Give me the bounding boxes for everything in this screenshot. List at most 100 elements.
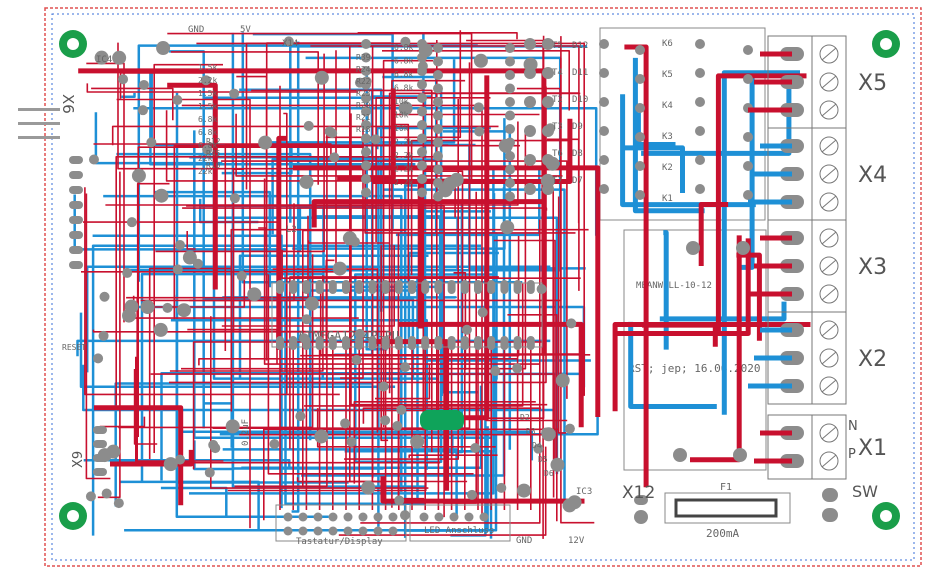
pad — [269, 438, 280, 449]
led-connector-label: LED Anschluss — [424, 526, 494, 536]
trace — [623, 145, 685, 193]
x6-pad — [69, 171, 83, 179]
resistor-pad — [417, 133, 427, 144]
trace — [276, 135, 288, 350]
trace — [624, 44, 649, 488]
trace — [349, 46, 468, 483]
diode-label: D2 — [520, 413, 530, 422]
resistor-name: R45 — [206, 149, 221, 158]
pad — [370, 134, 381, 145]
pad — [112, 50, 127, 65]
fuse-holder — [664, 492, 791, 524]
relay-pad — [743, 45, 753, 55]
diode-label: D5 — [538, 455, 548, 464]
sw-pad — [822, 488, 838, 502]
trace — [344, 99, 459, 460]
resistor-pad — [361, 174, 371, 184]
x12-label: X12 — [622, 483, 655, 503]
trace — [353, 401, 536, 484]
resistor-pad — [505, 178, 515, 188]
trace — [115, 156, 434, 406]
trace — [85, 193, 111, 480]
trace — [612, 322, 811, 412]
led-pin — [479, 512, 489, 522]
pad — [400, 36, 411, 47]
pad — [394, 495, 405, 506]
resistor-pad — [505, 110, 515, 121]
keyboard-pin — [313, 526, 323, 536]
transistor-label: T7 — [552, 176, 563, 186]
trace — [105, 121, 519, 206]
pad — [122, 267, 133, 278]
pad — [208, 439, 219, 450]
pad — [204, 467, 215, 478]
mcu-pin — [289, 280, 298, 294]
led-pin — [434, 512, 444, 522]
screw-terminal — [819, 256, 839, 276]
trace — [507, 314, 558, 522]
mcu-pin — [526, 280, 535, 294]
x9-label: X9 — [71, 451, 86, 468]
resistor-pad — [433, 83, 443, 94]
screw-terminal — [819, 423, 839, 443]
resistor-pad — [361, 147, 371, 157]
trace — [267, 274, 474, 475]
pad — [540, 173, 555, 188]
diode-label: D4 — [532, 441, 542, 450]
trace — [613, 238, 751, 336]
relay-pad — [635, 74, 645, 84]
trace — [140, 203, 295, 302]
screw-terminal — [819, 348, 839, 368]
mcu-pin — [381, 336, 390, 350]
terminal-label-x4: X4 — [858, 163, 887, 188]
trace — [140, 272, 324, 483]
pad — [304, 296, 319, 311]
diode-pad — [599, 68, 609, 78]
keyboard-pin — [358, 512, 368, 522]
resistor-value: 6.8k — [198, 141, 217, 150]
pad — [327, 128, 338, 139]
pad — [473, 102, 484, 113]
relay-label: K6 — [662, 39, 673, 49]
pad — [354, 77, 365, 88]
transistor-pad — [524, 125, 536, 137]
trace — [234, 131, 328, 488]
keyboard-pin — [373, 526, 383, 536]
mcu-pin — [513, 336, 522, 350]
keyboard-pin — [298, 526, 308, 536]
trace — [189, 167, 495, 495]
led-pin — [464, 512, 474, 522]
pad — [474, 126, 485, 137]
pad — [295, 411, 306, 422]
mcu-pin — [276, 280, 284, 294]
relay-pad — [743, 132, 753, 142]
trace — [86, 83, 359, 93]
pad — [172, 94, 183, 105]
x14-label: X14 — [282, 39, 298, 49]
trace — [642, 322, 718, 347]
led-pin — [419, 512, 429, 522]
resistor-pad — [417, 79, 427, 90]
trace — [210, 316, 429, 489]
mcu-pin — [474, 336, 482, 350]
resistor-pad — [505, 164, 515, 175]
mcu-pin — [487, 336, 496, 350]
fuse-value: 200mA — [706, 527, 739, 540]
pad — [131, 168, 146, 183]
pad — [470, 442, 481, 453]
mcu-pin — [447, 336, 456, 350]
mcu-pin — [394, 280, 403, 294]
pad — [299, 174, 314, 189]
trace — [310, 45, 580, 291]
trace — [136, 182, 170, 437]
relay-pad — [695, 184, 705, 194]
mcu-pin — [434, 280, 443, 294]
resistor-value: 2.2k — [394, 165, 413, 174]
relay-label: K5 — [662, 70, 673, 80]
pad — [361, 480, 376, 495]
pad — [314, 429, 329, 444]
trace — [186, 231, 196, 250]
trace — [319, 282, 591, 356]
component-pads — [69, 36, 838, 536]
mcu-pin — [500, 336, 509, 350]
